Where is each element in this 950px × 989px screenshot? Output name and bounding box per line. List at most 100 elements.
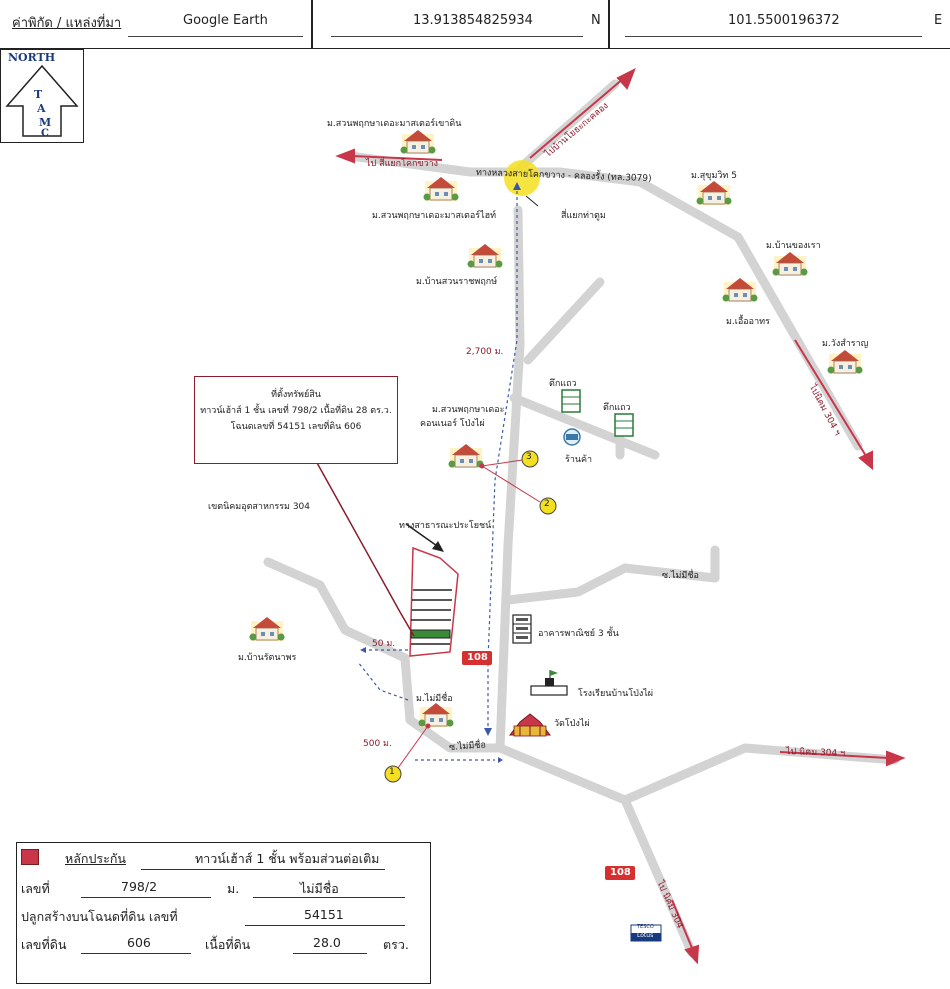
- longitude-direction: E: [934, 13, 943, 28]
- coordinate-header: ค่าพิกัด / แหล่งที่มา Google Earth 13.91…: [0, 0, 950, 49]
- marker-1-label: 1: [389, 767, 395, 777]
- lotus-text: Lotus: [637, 932, 654, 939]
- village-label: ม.ไม่มีชื่อ: [416, 694, 453, 704]
- callout-desc: ทาวน์เฮ้าส์ 1 ชั้น เลขที่ 798/2 เนื้อที่…: [200, 406, 392, 416]
- legend-underline: [293, 953, 367, 954]
- latitude-underline: [331, 36, 583, 37]
- school-label: โรงเรียนบ้านโป่งไผ่: [578, 689, 654, 699]
- house-icon: [249, 616, 285, 642]
- house-icon: [400, 129, 436, 155]
- building-icon: [614, 413, 634, 437]
- legend-title: หลักประกัน: [65, 851, 126, 866]
- public-way-pointer: [405, 523, 441, 549]
- arrow-north: [616, 67, 636, 90]
- direction-arrows: [335, 67, 906, 965]
- subject-plot: [409, 546, 459, 657]
- marker-3: [521, 450, 539, 468]
- moo-label: ม.: [227, 881, 240, 896]
- callout-title: ที่ตั้งทรัพย์สิน: [271, 390, 321, 400]
- legend-underline: [245, 925, 405, 926]
- public-way-label: ทางสาธารณะประโยชน์: [399, 521, 492, 531]
- village-label: ม.บ้านของเรา: [766, 241, 821, 251]
- direction-label: ไป นิคม 304 ฯ: [785, 747, 846, 760]
- side-road-ne: [523, 277, 605, 365]
- callout-leader: [315, 460, 415, 637]
- arrow-east: [886, 750, 906, 767]
- distance-label: 2,700 ม.: [466, 347, 504, 357]
- longitude-underline: [625, 36, 922, 37]
- store-108-logo: [605, 866, 635, 880]
- source-underline: [128, 36, 303, 37]
- property-callout: ที่ตั้งทรัพย์สิน ทาวน์เฮ้าส์ 1 ชั้น เลขท…: [194, 376, 398, 464]
- shop-icon: [563, 428, 581, 446]
- latitude-value: 13.913854825934: [413, 13, 533, 28]
- village-label: ม.สวนพฤกษาเดอะมาสเตอร์ไฮท์: [372, 211, 497, 221]
- store-108-text: 108: [610, 867, 631, 878]
- parcel-label: เลขที่ดิน: [21, 937, 67, 952]
- marker-2-label: 2: [544, 499, 550, 509]
- village-label: ม.สุขุมวิท 5: [691, 171, 737, 181]
- distance-label: 50 ม.: [372, 639, 396, 649]
- commercial-building-label: อาคารพาณิชย์ 3 ชั้น: [538, 629, 619, 639]
- house-number-label: เลขที่: [21, 881, 50, 896]
- house-icon: [827, 349, 863, 375]
- side-road-e: [509, 393, 660, 460]
- village-label: ม.บ้านสวนราชพฤกษ์: [416, 277, 498, 287]
- moo-value: ไม่มีชื่อ: [300, 881, 339, 896]
- parcel-value: 606: [127, 935, 151, 950]
- north-letter: A: [37, 102, 46, 115]
- legend-underline: [81, 953, 191, 954]
- soi-label: ซ.ไม่มีชื่อ: [448, 740, 487, 753]
- temple-icon: [508, 713, 552, 737]
- house-icon: [722, 277, 758, 303]
- north-arrow-icon: [5, 64, 79, 137]
- store-108-text: 108: [467, 652, 488, 663]
- marker-1-leader: [397, 725, 429, 769]
- village-label: ม.สวนพฤกษาเดอะมาสเตอร์เขาดิน: [327, 119, 462, 129]
- callout-deed: โฉนดเลขที่ 54151 เลขที่ดิน 606: [230, 422, 362, 432]
- route-arrowheads: [360, 182, 521, 763]
- soi-east: [503, 563, 720, 605]
- collateral-legend: หลักประกัน ทาวน์เฮ้าส์ 1 ชั้น พร้อมส่วนต…: [16, 842, 431, 984]
- marker-2-leader: [481, 465, 541, 503]
- intersection-highlight: [504, 160, 540, 196]
- area-label: เนื้อที่ดิน: [205, 937, 251, 952]
- house-icon: [418, 702, 454, 728]
- legend-underline: [253, 897, 405, 898]
- village-label: ม.วังสำราญ: [822, 339, 869, 349]
- deed-label: ปลูกสร้างบนโฉนดที่ดิน เลขที่: [21, 909, 178, 924]
- school-icon: [530, 670, 568, 696]
- arrow-west: [335, 148, 355, 164]
- marker-1: [384, 765, 402, 783]
- marker-point: [425, 723, 431, 729]
- north-label: NORTH: [8, 51, 56, 64]
- industrial-zone-label: เขตนิคมอุตสาหกรรม 304: [208, 502, 310, 512]
- village-label: ม.บ้านรัตนาพร: [238, 653, 297, 663]
- coordinate-source-label: ค่าพิกัด / แหล่งที่มา: [12, 16, 122, 31]
- deed-value: 54151: [304, 907, 344, 922]
- marker-2: [539, 497, 557, 515]
- building-icon: [561, 389, 581, 413]
- store-108-logo: [462, 651, 492, 665]
- commercial-building-icon: [512, 614, 532, 644]
- public-way-pointer-head: [432, 541, 444, 552]
- latitude-direction: N: [591, 13, 601, 28]
- house-icon: [772, 251, 808, 277]
- road-network: [263, 79, 900, 958]
- source-value: Google Earth: [183, 13, 268, 28]
- route-500m: [357, 661, 409, 701]
- building-label: ตึกแถว: [549, 379, 577, 389]
- house-icon: [696, 180, 732, 206]
- shop-label: ร้านค้า: [565, 455, 593, 465]
- temple-label: วัดโป่งไผ่: [554, 719, 590, 729]
- main-north-south-road: [495, 205, 900, 805]
- village-label: คอนเนอร์ โป่งไผ่: [420, 419, 485, 429]
- marker-3-label: 3: [526, 452, 532, 462]
- north-letter: C: [41, 128, 49, 139]
- building-label: ตึกแถว: [603, 403, 631, 413]
- collateral-swatch: [21, 849, 39, 865]
- house-icon: [423, 176, 459, 202]
- legend-underline: [81, 897, 211, 898]
- highway-3079: [345, 151, 863, 451]
- soi-west: [263, 557, 505, 753]
